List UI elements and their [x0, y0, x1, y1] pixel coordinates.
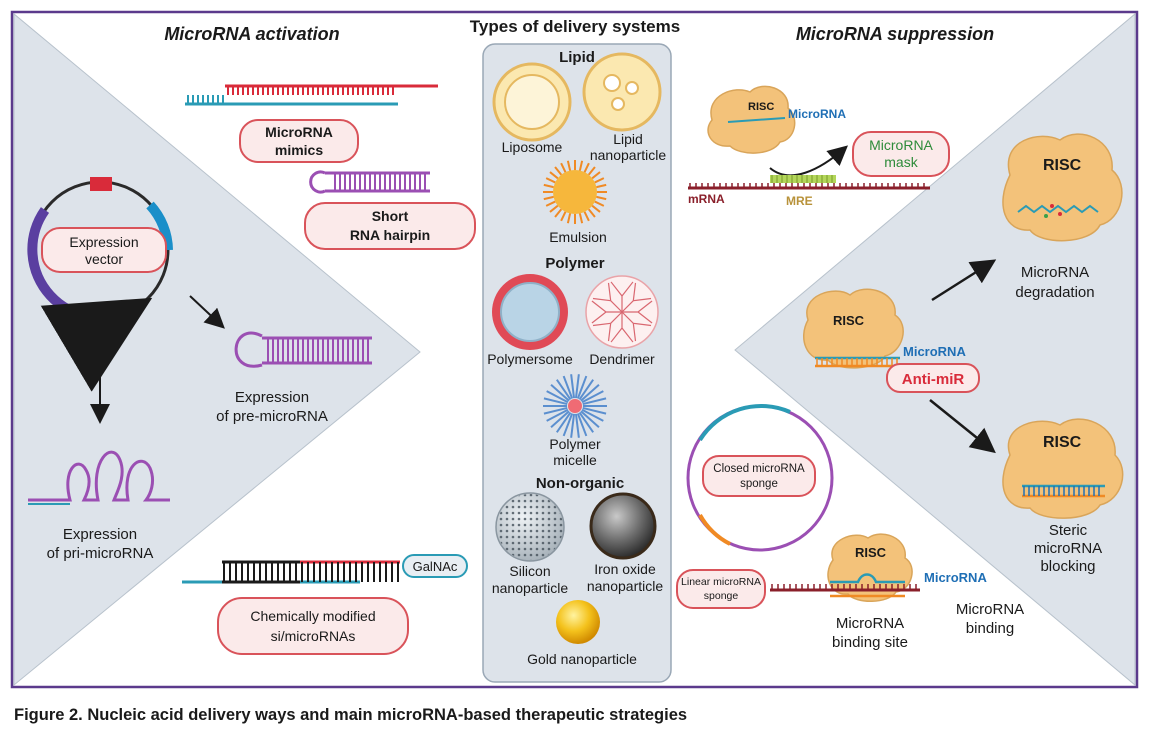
micelle-label-line1: Polymer [549, 436, 601, 452]
risc-top-label: RISC [748, 101, 774, 113]
closed-sponge-line1: Closed microRNA [713, 463, 805, 475]
risc-middle-label: RISC [833, 313, 865, 328]
binding-site-line2: binding site [832, 634, 908, 651]
chem-duplex-icon [182, 560, 400, 584]
chem-label-line1: Chemically modified [250, 608, 375, 624]
polymersome-icon [492, 274, 568, 350]
pri-label-line1: Expression [63, 526, 137, 543]
linear-sponge-label: Linear microRNA sponge [676, 569, 766, 609]
binding-site-line1: MicroRNA [836, 615, 904, 632]
microrna-label-binding: MicroRNA [924, 570, 987, 585]
galnac-badge: GalNAc [402, 554, 468, 578]
delivery-polymer-heading: Polymer [545, 255, 604, 272]
iron-label-line1: Iron oxide [594, 561, 656, 577]
lipid-nanoparticle-icon [582, 52, 662, 132]
vector-label: Expression vector [41, 227, 167, 273]
heading-delivery: Types of delivery systems [470, 17, 680, 36]
emulsion-icon [543, 160, 607, 224]
risc-middle-icon: RISC [803, 288, 904, 369]
figure-caption: Figure 2. Nucleic acid delivery ways and… [14, 706, 688, 724]
mask-label: MicroRNA mask [852, 131, 950, 177]
delivery-nonorganic-heading: Non-organic [536, 475, 624, 492]
chem-label-line2: si/microRNAs [271, 628, 356, 644]
mask-label-line1: MicroRNA [869, 137, 933, 153]
pre-label-line1: Expression [235, 389, 309, 406]
risc-degradation-icon: RISC [1002, 133, 1123, 242]
steric-label-line1: Steric [1049, 522, 1088, 539]
vector-label-line1: Expression [69, 234, 138, 250]
pri-label-line2: of pri-microRNA [47, 545, 154, 562]
arrow-to-mask [769, 145, 849, 177]
polymersome-label: Polymersome [487, 351, 573, 367]
mrna-label: mRNA [688, 192, 725, 206]
pri-microrna-icon [28, 450, 170, 505]
linear-sponge-line2: sponge [704, 590, 739, 602]
closed-sponge-line2: sponge [740, 478, 778, 490]
iron-label-line2: nanoparticle [587, 578, 663, 594]
vector-label-line2: vector [85, 251, 123, 267]
hairpin-label-line2: RNA hairpin [350, 227, 430, 243]
silicon-nanoparticle-icon [495, 492, 565, 562]
polymer-micelle-icon [543, 374, 607, 438]
closed-sponge-label: Closed microRNA sponge [702, 455, 816, 497]
gold-label: Gold nanoparticle [527, 651, 637, 667]
activation-panel [13, 12, 421, 687]
risc-binding-icon: RISC [770, 533, 920, 602]
mimics-label-line2: mimics [275, 142, 323, 158]
binding-line1: MicroRNA [956, 601, 1024, 618]
microrna-label-middle: MicroRNA [903, 344, 966, 359]
liposome-icon [492, 62, 572, 142]
dendrimer-label: Dendrimer [589, 351, 655, 367]
pre-microrna-icon [234, 331, 372, 368]
arrow-to-degradation [931, 259, 997, 302]
silicon-label-line1: Silicon [509, 563, 550, 579]
diagram-canvas: MicroRNA activation Types of delivery sy… [10, 10, 1139, 689]
delivery-lipid-heading: Lipid [559, 49, 595, 66]
risc-steric-label: RISC [1043, 434, 1082, 451]
hairpin-label: Short RNA hairpin [304, 202, 476, 250]
mrna-strand-icon [688, 175, 930, 190]
risc-degradation-label: RISC [1043, 157, 1082, 174]
steric-label-line3: blocking [1040, 558, 1095, 575]
mimics-duplex-icon [185, 84, 438, 106]
plasmid-icon [27, 177, 173, 392]
emulsion-label: Emulsion [549, 229, 607, 245]
lipid-np-label-line2: nanoparticle [590, 147, 666, 163]
gold-nanoparticle-icon [556, 600, 600, 644]
silicon-label-line2: nanoparticle [492, 580, 568, 596]
heading-suppression: MicroRNA suppression [796, 24, 994, 44]
hairpin-label-line1: Short [372, 208, 409, 224]
galnac-text: GalNAc [413, 559, 458, 574]
degradation-label-line1: MicroRNA [1021, 264, 1089, 281]
chem-label: Chemically modified si/microRNAs [217, 597, 409, 655]
liposome-label: Liposome [502, 139, 563, 155]
linear-sponge-line1: Linear microRNA [681, 576, 761, 588]
risc-top-icon: RISC [707, 85, 796, 154]
degradation-label-line2: degradation [1015, 284, 1094, 301]
lipid-np-label-line1: Lipid [613, 131, 643, 147]
mask-label-line2: mask [884, 154, 918, 170]
mimics-label: MicroRNA mimics [239, 119, 359, 163]
heading-activation: MicroRNA activation [164, 24, 339, 44]
steric-label-line2: microRNA [1034, 540, 1102, 557]
pre-label-line2: of pre-microRNA [216, 408, 328, 425]
antimir-text: Anti-miR [902, 371, 965, 388]
iron-oxide-nanoparticle-icon [589, 492, 657, 560]
short-hairpin-icon [309, 170, 430, 194]
binding-line2: binding [966, 620, 1014, 637]
risc-binding-label: RISC [855, 545, 887, 560]
microrna-label-top: MicroRNA [788, 107, 846, 121]
micelle-label-line2: micelle [553, 452, 597, 468]
mimics-label-line1: MicroRNA [265, 124, 333, 140]
mre-label: MRE [786, 194, 813, 208]
risc-steric-icon: RISC [1002, 418, 1124, 519]
arrow-to-steric [929, 399, 996, 454]
antimir-badge: Anti-miR [886, 363, 980, 393]
dendrimer-icon [585, 275, 659, 349]
arrow-to-pre [189, 295, 225, 329]
